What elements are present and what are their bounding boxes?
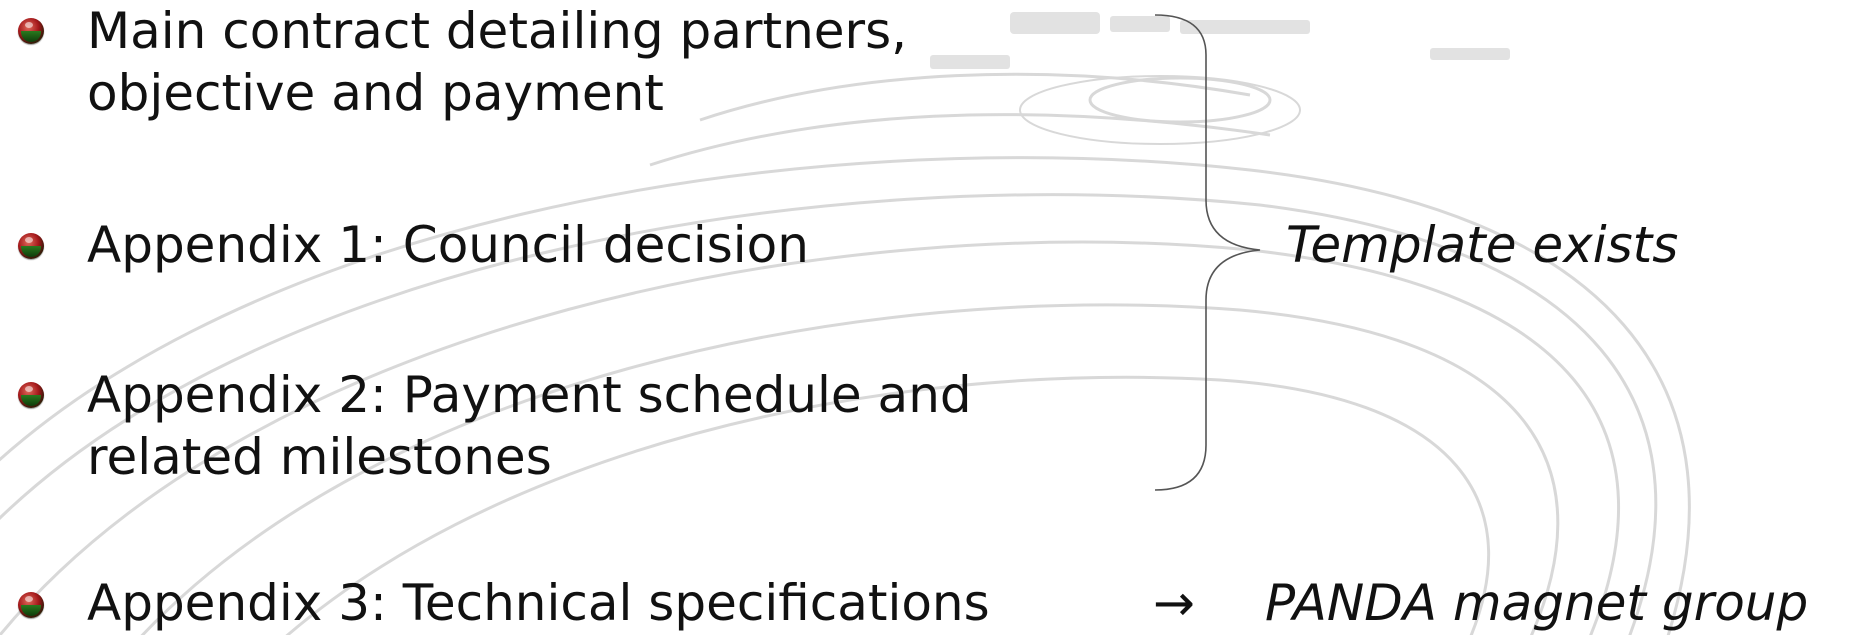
- arrow-note-panda-magnet-group: PANDA magnet group: [1265, 574, 1809, 632]
- bullet-icon: [18, 233, 44, 259]
- bullet-icon: [18, 18, 44, 44]
- bullet-text-line-1: Appendix 1: Council decision: [87, 216, 809, 274]
- bullet-icon: [18, 382, 44, 408]
- bullet-text-line-1: Appendix 2: Payment schedule and: [87, 366, 972, 424]
- bullet-icon: [18, 592, 44, 618]
- bullet-text-line-1: Main contract detailing partners,: [87, 2, 908, 60]
- bullet-text: Main contract detailing partners, object…: [87, 0, 907, 124]
- bullet-text: Appendix 3: Technical specifications: [87, 572, 990, 634]
- bullet-text: Appendix 1: Council decision: [87, 214, 809, 276]
- bullet-text-line-2: objective and payment: [87, 64, 664, 122]
- bullet-text-line-2: related milestones: [87, 428, 552, 486]
- right-curly-brace: [1154, 14, 1261, 491]
- bullet-text-line-1: Appendix 3: Technical specifications: [87, 574, 990, 632]
- bullet-text: Appendix 2: Payment schedule and related…: [87, 364, 972, 488]
- brace-note-template-exists: Template exists: [1286, 216, 1679, 274]
- arrow-icon: →: [1153, 574, 1195, 632]
